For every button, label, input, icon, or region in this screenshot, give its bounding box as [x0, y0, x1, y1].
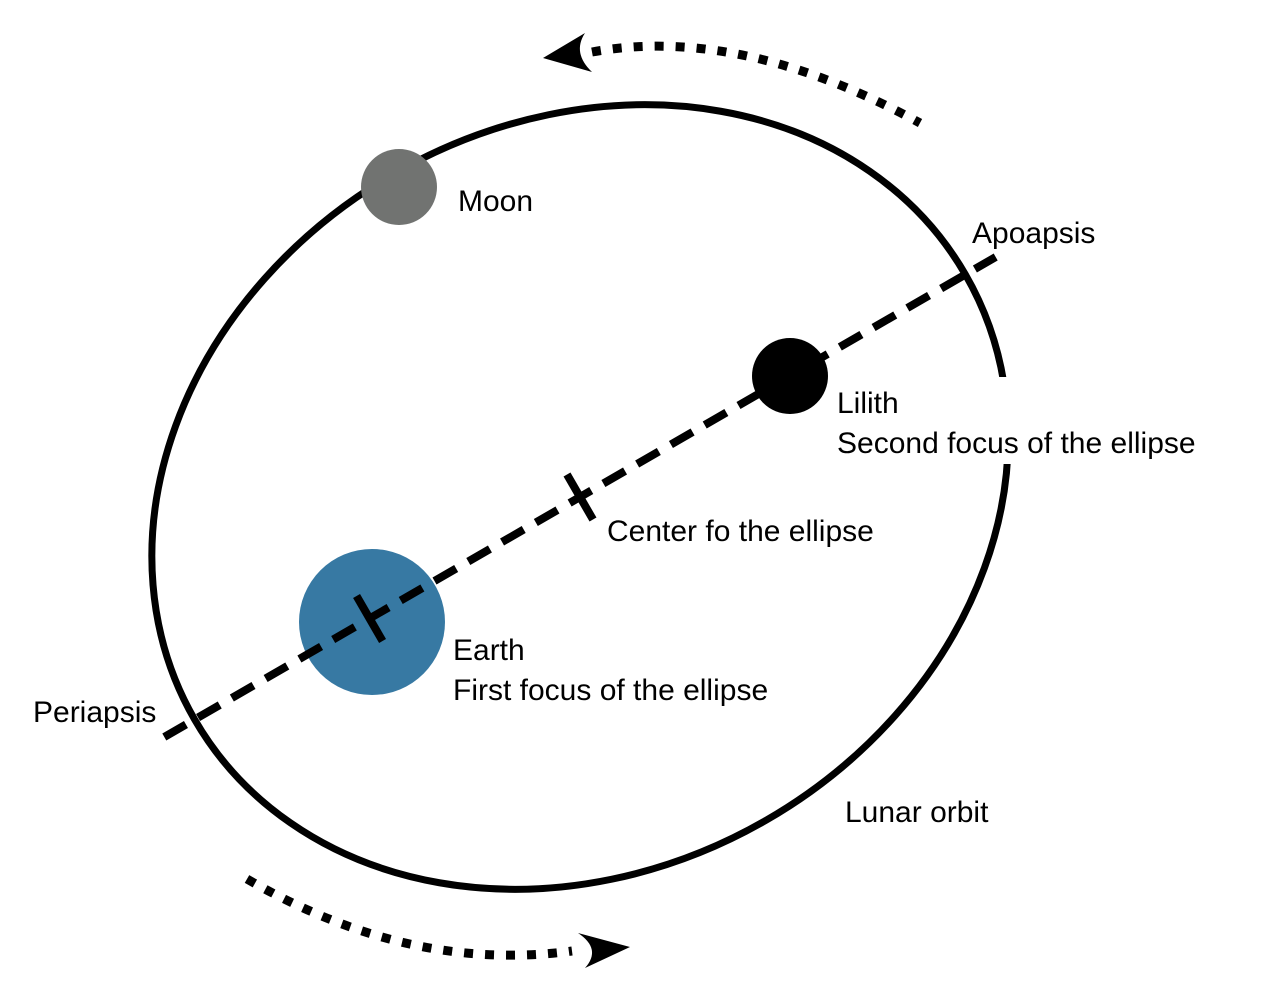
earth-sublabel: First focus of the ellipse — [453, 674, 768, 707]
apoapsis-label: Apoapsis — [972, 217, 1095, 250]
moon-label: Moon — [458, 185, 533, 218]
ellipse-center-label: Center fo the ellipse — [607, 515, 874, 548]
earth-focus-tick — [353, 593, 387, 644]
lilith-label: Lilith — [837, 387, 899, 420]
lilith-sublabel: Second focus of the ellipse — [837, 427, 1196, 460]
orbit-text-gap-mask — [978, 377, 1042, 464]
orbit-direction-dots-top — [591, 41, 923, 127]
orbit-direction-arrowhead-top-icon — [543, 33, 592, 72]
moon-body — [361, 149, 437, 225]
earth-label: Earth — [453, 634, 525, 667]
ellipse-center-tick — [563, 472, 597, 522]
periapsis-label: Periapsis — [33, 696, 156, 729]
orbit-direction-arrowhead-bottom-icon — [578, 933, 630, 968]
orbit-direction-dots-bottom — [244, 875, 573, 960]
lunar-orbit-label: Lunar orbit — [845, 796, 989, 829]
